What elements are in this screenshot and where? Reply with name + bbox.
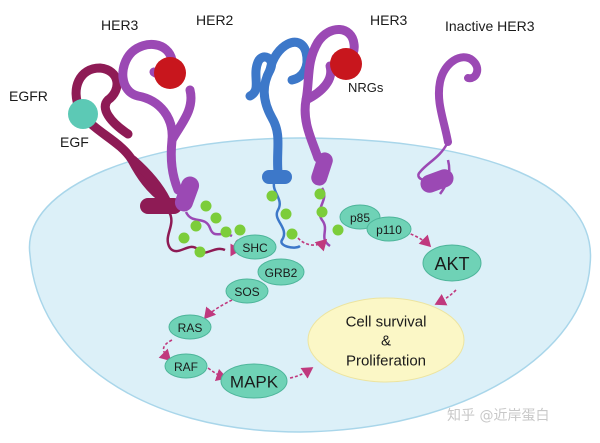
phospho-dots-left xyxy=(178,200,246,258)
node-p110-label: p110 xyxy=(376,223,402,237)
label-inactive-her3: Inactive HER3 xyxy=(445,18,535,34)
label-nrgs: NRGs xyxy=(348,80,384,95)
ligand-nrg-left xyxy=(154,57,186,89)
egfr-receptor xyxy=(71,63,226,254)
node-ras: RAS xyxy=(168,314,212,340)
node-raf: RAF xyxy=(164,353,208,379)
phospho-dots-middle xyxy=(266,188,344,240)
node-mapk: MAPK xyxy=(220,363,288,399)
node-raf-label: RAF xyxy=(174,360,198,374)
cell-membrane xyxy=(28,137,592,433)
inactive-her3-receptor xyxy=(417,53,482,195)
outcome-line-3: Proliferation xyxy=(346,353,426,370)
outcome-line-1: Cell survival xyxy=(346,314,427,331)
node-shc: SHC xyxy=(233,234,277,260)
node-p110: p110 xyxy=(366,216,412,242)
node-akt: AKT xyxy=(422,244,482,282)
outcome-cell-survival: Cell survival & Proliferation xyxy=(307,297,465,383)
node-mapk-label: MAPK xyxy=(230,373,279,392)
node-p85-label: p85 xyxy=(350,211,370,225)
node-grb2-label: GRB2 xyxy=(265,266,298,280)
label-her3-left: HER3 xyxy=(101,17,139,33)
ligand-egf xyxy=(68,99,98,129)
node-akt-label: AKT xyxy=(434,254,469,274)
watermark: 知乎 @近岸蛋白 xyxy=(447,407,549,424)
node-ras-label: RAS xyxy=(178,321,203,335)
outcome-line-2: & xyxy=(381,333,391,350)
node-shc-label: SHC xyxy=(242,241,268,255)
label-her3-right: HER3 xyxy=(370,12,408,28)
node-grb2: GRB2 xyxy=(257,258,305,286)
label-egfr: EGFR xyxy=(9,88,48,104)
label-her2: HER2 xyxy=(196,12,234,28)
node-sos: SOS xyxy=(225,278,269,304)
ligand-nrg-right xyxy=(330,48,362,80)
node-sos-label: SOS xyxy=(234,285,259,299)
label-egf: EGF xyxy=(60,134,89,150)
